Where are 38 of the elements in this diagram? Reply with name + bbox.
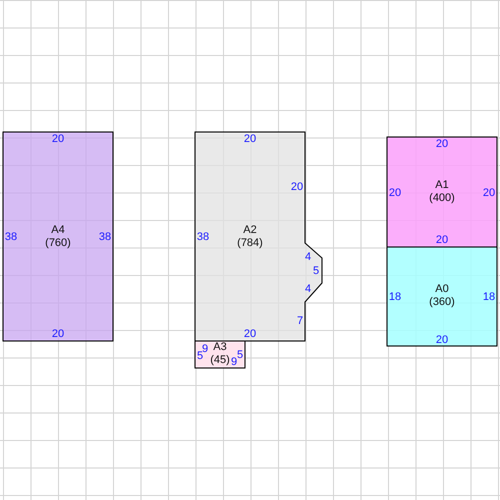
dimension-label: 7 <box>296 315 304 327</box>
dimension-label: 20 <box>436 334 448 346</box>
room-shape <box>195 341 245 368</box>
room-name: A2 <box>243 224 257 237</box>
dimension-label: 20 <box>436 234 448 246</box>
area-value: (784) <box>237 237 263 250</box>
dimension-label: 9 <box>230 356 238 368</box>
dimension-label: 38 <box>196 231 210 243</box>
dimension-label: 20 <box>436 138 448 150</box>
dimension-label: 38 <box>98 231 112 243</box>
dimension-label: 4 <box>304 283 312 295</box>
dimension-label: 5 <box>196 350 204 362</box>
room-name: A0 <box>435 283 449 296</box>
room-shape <box>195 132 322 341</box>
dimension-label: 20 <box>388 187 402 199</box>
dimension-label: 18 <box>482 291 496 303</box>
dimension-label: 38 <box>4 231 18 243</box>
room-name: A1 <box>435 179 449 192</box>
dimension-label: 20 <box>482 187 496 199</box>
dimension-label: 20 <box>244 133 256 145</box>
dimension-label: 20 <box>244 328 256 340</box>
room-shape <box>387 137 497 247</box>
dimension-label: 20 <box>52 328 64 340</box>
area-value: (760) <box>45 237 71 250</box>
dimension-label: 4 <box>304 251 312 263</box>
dimension-label: 9 <box>202 343 208 355</box>
dimension-label: 5 <box>312 265 320 277</box>
dimension-label: 20 <box>290 181 304 193</box>
room-shape <box>3 132 113 341</box>
area-value: (45) <box>210 354 230 367</box>
room-shape <box>387 247 497 346</box>
dimension-label: 20 <box>52 133 64 145</box>
room-name: A3 <box>213 341 227 354</box>
area-value: (400) <box>429 192 455 205</box>
area-value: (360) <box>429 296 455 309</box>
dimension-label: 18 <box>388 291 402 303</box>
room-name: A4 <box>51 224 65 237</box>
dimension-label: 5 <box>236 349 244 361</box>
